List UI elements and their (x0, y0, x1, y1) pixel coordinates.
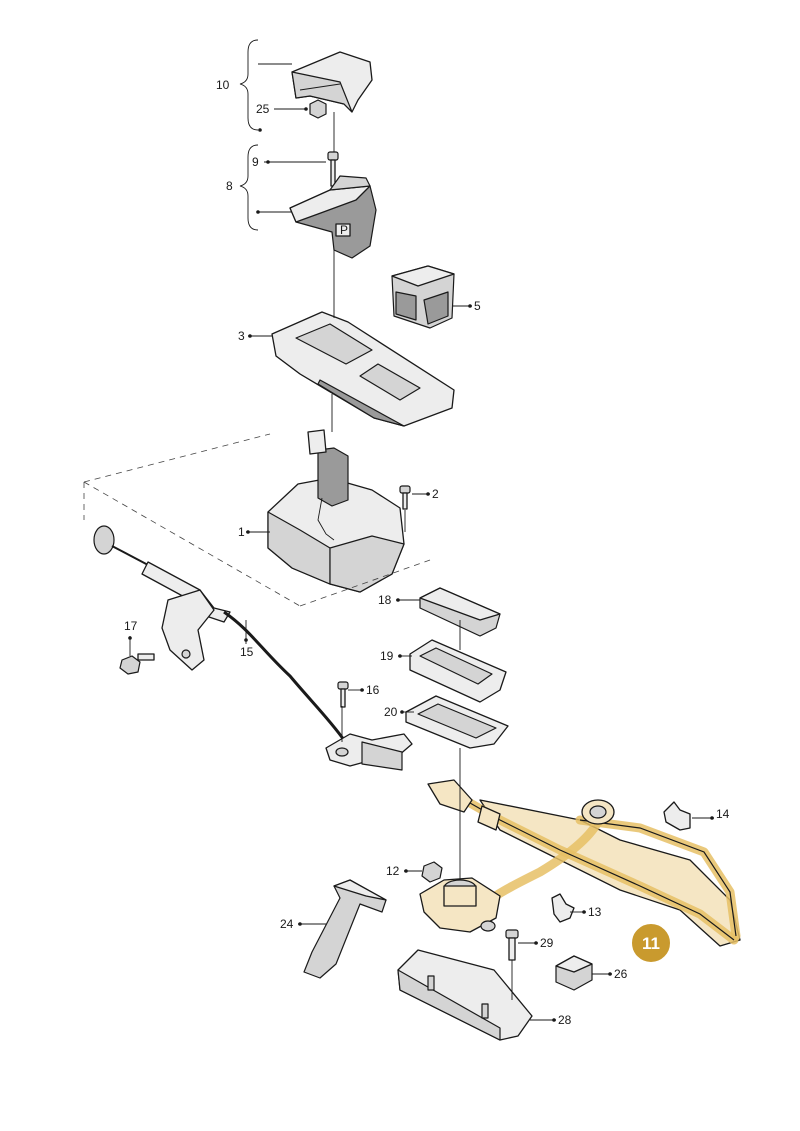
callout-17: 17 (124, 619, 138, 656)
part-3-shift-gate-cover[interactable] (271, 311, 455, 427)
brace-8 (239, 144, 259, 231)
part-29-bolt[interactable] (505, 929, 519, 961)
callout-26: 26 (592, 967, 628, 981)
part-24-lever[interactable] (303, 879, 387, 979)
svg-text:16: 16 (366, 683, 380, 697)
svg-text:12: 12 (386, 864, 400, 878)
part-28-base-plate[interactable] (397, 949, 533, 1041)
part-18-cover[interactable] (419, 587, 501, 637)
svg-text:13: 13 (588, 905, 602, 919)
callout-16: 16 (348, 683, 380, 697)
svg-text:18: 18 (378, 593, 392, 607)
part-8-selector-lever[interactable]: P (289, 175, 377, 259)
callout-29: 29 (518, 936, 554, 950)
part-10-knob-cover[interactable] (291, 51, 373, 113)
callout-10: 10 (216, 63, 292, 92)
part-13-clip[interactable] (551, 893, 575, 923)
svg-text:9: 9 (252, 155, 259, 169)
part-17-bracket[interactable] (161, 589, 215, 671)
svg-text:1: 1 (238, 525, 245, 539)
svg-text:29: 29 (540, 936, 554, 950)
part-20-gasket[interactable] (405, 695, 509, 749)
cable-bracket-end[interactable] (325, 733, 413, 771)
part-12-nut[interactable] (421, 861, 443, 883)
svg-text:20: 20 (384, 705, 398, 719)
callout-18: 18 (378, 593, 420, 607)
callout-20: 20 (384, 705, 414, 719)
svg-text:24: 24 (280, 917, 294, 931)
callout-3: 3 (238, 329, 272, 343)
brace-10-end (258, 128, 262, 132)
callout-8: 8 (226, 179, 292, 214)
callout-9: 9 (252, 155, 326, 169)
part-11-badge[interactable]: 11 (630, 922, 672, 964)
part-25-clip[interactable] (309, 99, 327, 119)
part-5-switch[interactable] (391, 265, 455, 329)
part-26-clamp[interactable] (555, 955, 593, 991)
part-11-sensor-housing[interactable] (419, 877, 501, 933)
svg-text:25: 25 (256, 102, 270, 116)
svg-text:19: 19 (380, 649, 394, 663)
part-16-bolt[interactable] (337, 681, 349, 708)
label-11: 11 (642, 934, 660, 953)
part-19-frame[interactable] (409, 639, 507, 703)
callout-15: 15 (240, 620, 254, 659)
callout-24: 24 (280, 917, 326, 931)
svg-text:2: 2 (432, 487, 439, 501)
callout-14: 14 (692, 807, 730, 821)
svg-text:10: 10 (216, 78, 230, 92)
callout-1: 1 (238, 525, 270, 539)
part-2-screw[interactable] (399, 485, 411, 510)
callout-25: 25 (256, 102, 308, 116)
callout-28: 28 (530, 1013, 572, 1027)
svg-text:3: 3 (238, 329, 245, 343)
part-11-gearshift-cable-highlighted[interactable] (427, 779, 741, 947)
svg-text:28: 28 (558, 1013, 572, 1027)
part-14-clip[interactable] (663, 801, 691, 831)
part-17-bolt[interactable] (119, 653, 155, 675)
callout-12: 12 (386, 864, 422, 878)
callout-19: 19 (380, 649, 412, 663)
callout-13: 13 (570, 905, 602, 919)
callout-2: 2 (412, 487, 439, 501)
svg-text:17: 17 (124, 619, 138, 633)
svg-text:15: 15 (240, 645, 254, 659)
svg-text:5: 5 (474, 299, 481, 313)
assembly-boundary (83, 433, 431, 607)
svg-text:26: 26 (614, 967, 628, 981)
park-button-icon: P (340, 223, 348, 237)
svg-text:14: 14 (716, 807, 730, 821)
assembly-lines (331, 112, 513, 1000)
brace-10 (239, 39, 259, 131)
part-1-selector-mechanism[interactable] (267, 429, 405, 593)
callout-5: 5 (452, 299, 481, 313)
svg-text:8: 8 (226, 179, 233, 193)
